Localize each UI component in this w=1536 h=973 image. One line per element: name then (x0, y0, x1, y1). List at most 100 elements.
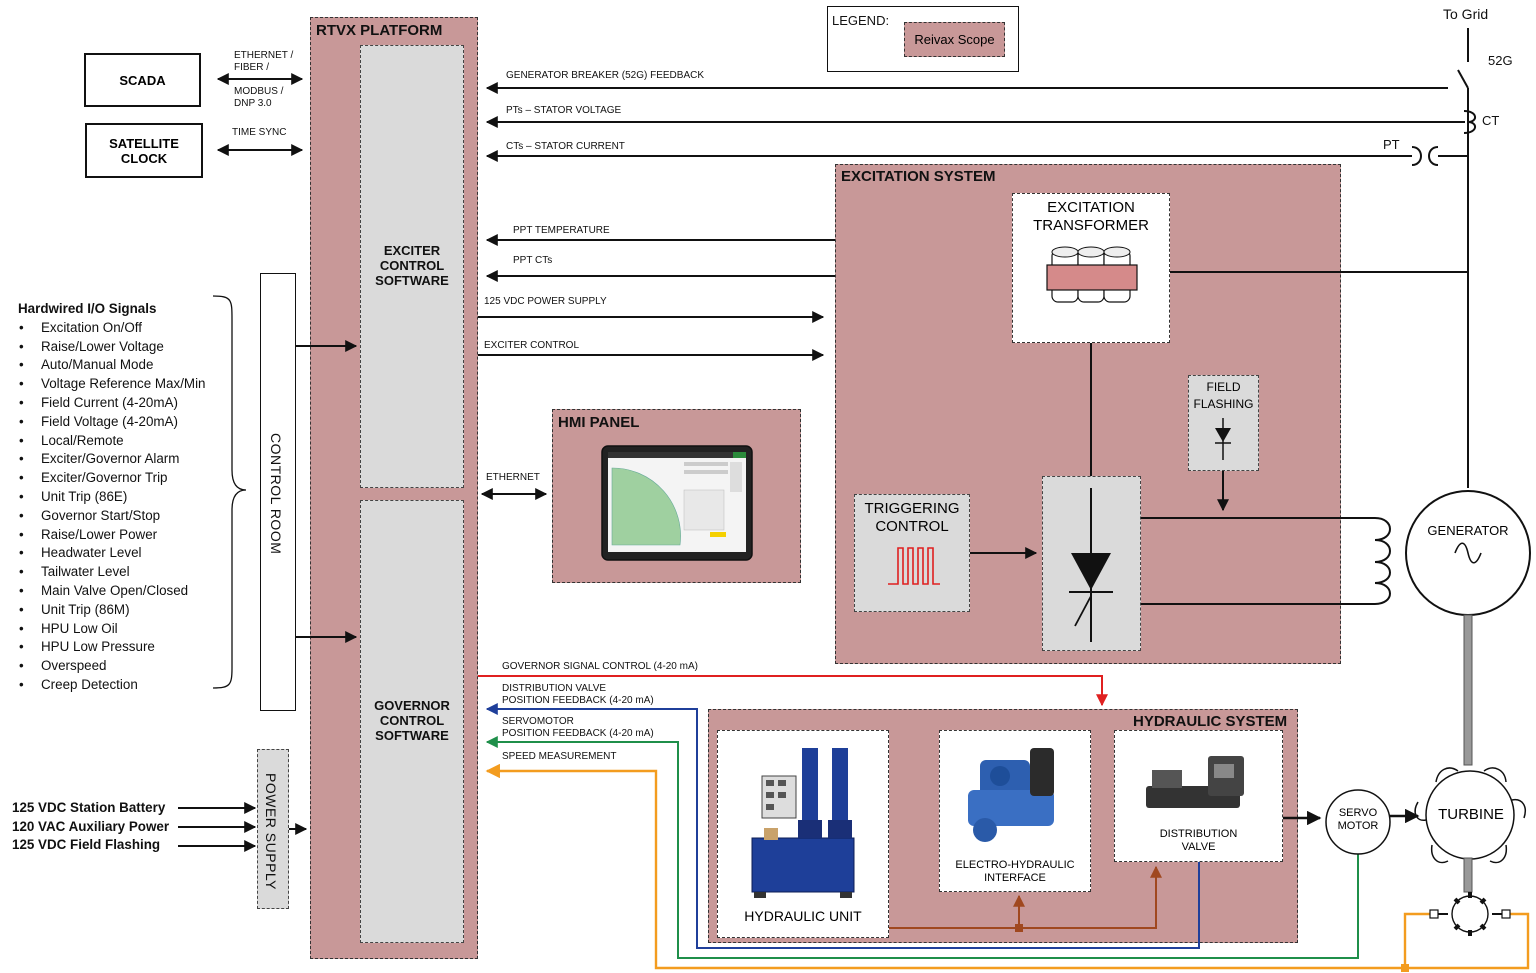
servo-motor-circle (1325, 789, 1391, 855)
to-grid-label: To Grid (1443, 6, 1489, 22)
io-item: Governor Start/Stop (18, 507, 206, 526)
speed-sensor-icon (1429, 892, 1511, 936)
io-item: Headwater Level (18, 544, 206, 563)
turbine-label: TURBINE (1438, 806, 1504, 823)
breaker-52g-label: 52G (1488, 53, 1513, 68)
distribution-valve-icon (1146, 756, 1244, 808)
rtvx-platform-title: RTVX PLATFORM (316, 22, 443, 39)
io-item: Local/Remote (18, 432, 206, 451)
io-signal-list: Hardwired I/O Signals Excitation On/Off … (18, 300, 206, 695)
servo-feedback-line (485, 736, 1359, 959)
pt-label: PT (1383, 137, 1400, 152)
satellite-clock-box: SATELLITE CLOCK (85, 123, 203, 178)
ppt-temp-label: PPT TEMPERATURE (513, 225, 610, 236)
gov-signal-line (478, 675, 1108, 707)
ehi-icon (968, 748, 1054, 842)
hydraulic-system-title: HYDRAULIC SYSTEM (1133, 713, 1288, 730)
speed-line (485, 763, 1434, 970)
cts-label: CTs – STATOR CURRENT (506, 141, 625, 152)
io-header: Hardwired I/O Signals (18, 301, 157, 316)
breaker-feedback-label: GENERATOR BREAKER (52G) FEEDBACK (506, 70, 705, 81)
gov-signal-label: GOVERNOR SIGNAL CONTROL (4-20 mA) (502, 661, 698, 672)
hydraulic-unit-label: HYDRAULIC UNIT (744, 908, 862, 924)
io-item: Creep Detection (18, 676, 206, 695)
io-item: Exciter/Governor Trip (18, 469, 206, 488)
io-item: Exciter/Governor Alarm (18, 450, 206, 469)
hydraulic-link-ehi (889, 865, 1162, 929)
breaker-52g (1457, 69, 1469, 89)
io-item: Voltage Reference Max/Min (18, 375, 206, 394)
ct-label: CT (1482, 113, 1500, 128)
io-item: HPU Low Pressure (18, 638, 206, 657)
power-input-battery: 125 VDC Station Battery (12, 800, 166, 815)
io-item: Auto/Manual Mode (18, 356, 206, 375)
scada-box: SCADA (84, 53, 201, 107)
legend-swatch (904, 22, 1005, 57)
power-input-field-flashing: 125 VDC Field Flashing (12, 837, 161, 852)
exciter-control-label: EXCITER CONTROL (484, 340, 580, 351)
io-item: Field Voltage (4-20mA) (18, 413, 206, 432)
io-item: Tailwater Level (18, 563, 206, 582)
io-item: HPU Low Oil (18, 620, 206, 639)
ct-symbol (1463, 110, 1476, 134)
io-item: Raise/Lower Voltage (18, 338, 206, 357)
sine-icon (1454, 542, 1482, 564)
satellite-label-1: SATELLITE (109, 135, 179, 151)
transformer-icon (1046, 246, 1138, 303)
satellite-label-2: CLOCK (120, 150, 168, 166)
eth-fiber-label-2: FIBER / (234, 62, 270, 73)
modbus-label-1: MODBUS / (234, 86, 284, 97)
dist-valve-label-1: DISTRIBUTION VALVE (502, 683, 607, 694)
excitation-transformer-box (1012, 193, 1170, 343)
power-supply-label: POWER SUPPLY (263, 773, 279, 890)
hmi-panel-title: HMI PANEL (558, 414, 640, 431)
turbine-icon (1414, 767, 1526, 864)
generator-label: GENERATOR (1427, 523, 1509, 538)
io-item: Main Valve Open/Closed (18, 582, 206, 601)
scada-label: SCADA (119, 72, 166, 88)
pt-symbol (1411, 146, 1439, 166)
eth-fiber-label-1: ETHERNET / (234, 50, 294, 61)
io-item: Raise/Lower Power (18, 526, 206, 545)
ethernet-label: ETHERNET (486, 472, 540, 483)
pulse-icon (888, 547, 940, 585)
legend-scope-label: Reivax Scope (914, 32, 995, 47)
time-sync-label: TIME SYNC (232, 127, 287, 138)
hydraulic-unit-icon (751, 748, 855, 898)
legend-title: LEGEND: (832, 13, 890, 28)
speed-label: SPEED MEASUREMENT (502, 751, 617, 762)
hmi-screen-icon (601, 445, 753, 561)
servo-fb-label-1: SERVOMOTOR (502, 716, 574, 727)
field-winding (1374, 517, 1391, 605)
governor-control-software (360, 500, 464, 943)
control-room-panel (260, 273, 296, 711)
dist-feedback-line (485, 703, 1200, 949)
servo-fb-label-2: POSITION FEEDBACK (4-20 mA) (502, 728, 654, 739)
modbus-label-2: DNP 3.0 (234, 98, 272, 109)
io-item: Field Current (4-20mA) (18, 394, 206, 413)
dist-valve-label-2: POSITION FEEDBACK (4-20 mA) (502, 695, 654, 706)
pts-label: PTs – STATOR VOLTAGE (506, 105, 622, 116)
power-input-aux: 120 VAC Auxiliary Power (12, 819, 170, 834)
io-item: Overspeed (18, 657, 206, 676)
excitation-system-title: EXCITATION SYSTEM (841, 168, 996, 185)
vdc-supply-label: 125 VDC POWER SUPPLY (484, 296, 607, 307)
thyristor-icon (1071, 553, 1111, 590)
io-item: Unit Trip (86M) (18, 601, 206, 620)
exciter-control-software (360, 45, 464, 488)
shaft (1463, 614, 1473, 766)
io-item: Unit Trip (86E) (18, 488, 206, 507)
power-supply-panel (257, 749, 289, 909)
ppt-cts-label: PPT CTs (513, 255, 553, 266)
io-item: Excitation On/Off (18, 319, 206, 338)
